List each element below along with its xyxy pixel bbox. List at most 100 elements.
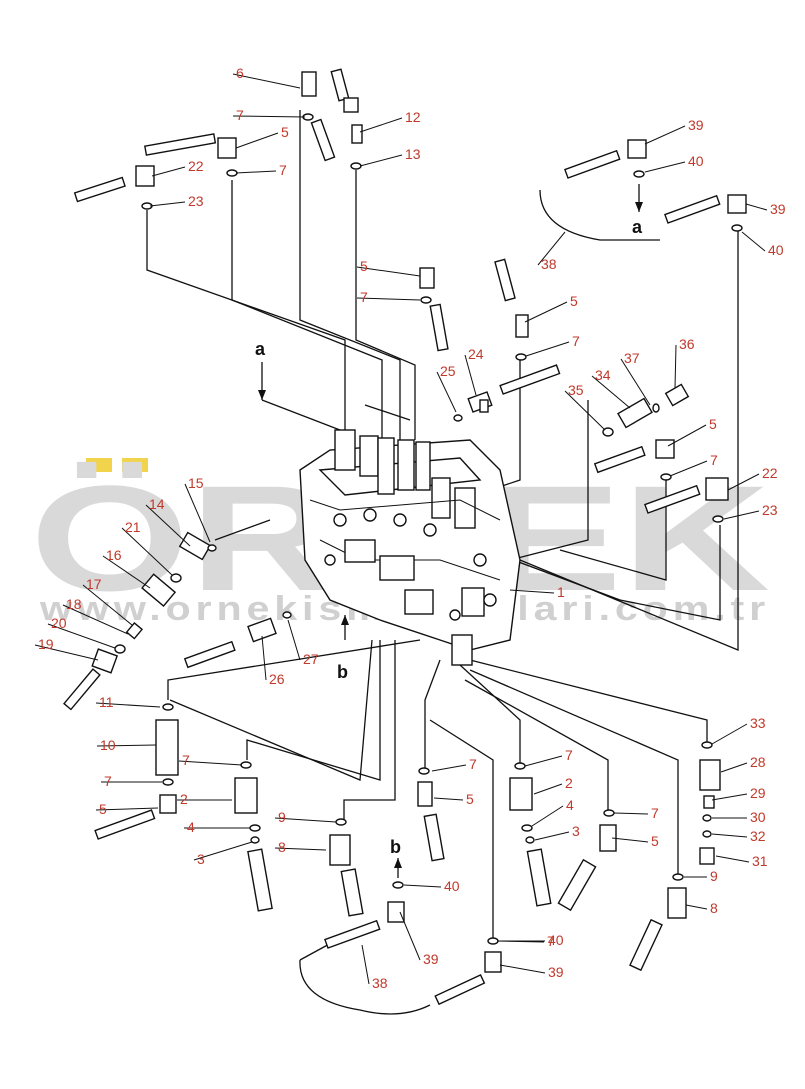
callout-label-5: 5 bbox=[281, 124, 289, 140]
callout-label-38: 38 bbox=[372, 975, 388, 991]
callout-leader-38 bbox=[361, 944, 370, 985]
callout-label-25: 25 bbox=[440, 363, 456, 379]
watermark-accent-left bbox=[86, 458, 112, 472]
callout-label-7: 7 bbox=[547, 933, 555, 949]
callout-label-18: 18 bbox=[66, 596, 82, 612]
callout-label-39: 39 bbox=[688, 117, 704, 133]
callout-leader-39 bbox=[399, 911, 421, 961]
callout-label-5: 5 bbox=[99, 801, 107, 817]
callout-leader-32 bbox=[711, 833, 748, 838]
callout-label-7: 7 bbox=[360, 289, 368, 305]
callout-label-22: 22 bbox=[762, 465, 778, 481]
o-rings bbox=[114, 113, 743, 945]
callout-leader-7 bbox=[613, 812, 649, 815]
callout-leader-3 bbox=[193, 841, 253, 861]
callout-leader-19 bbox=[34, 644, 99, 661]
callout-label-38: 38 bbox=[541, 256, 557, 272]
callout-leader-34 bbox=[591, 375, 631, 409]
fitting-6 bbox=[301, 71, 317, 97]
callout-label-7: 7 bbox=[236, 107, 244, 123]
routing-lines bbox=[146, 110, 739, 1015]
callout-label-23: 23 bbox=[188, 193, 204, 209]
callout-label-40: 40 bbox=[688, 153, 704, 169]
watermark-accent-right bbox=[122, 458, 148, 472]
callout-leader-13 bbox=[359, 154, 403, 167]
callout-label-40: 40 bbox=[768, 242, 784, 258]
callout-leader-16 bbox=[102, 555, 151, 589]
callout-leader-39 bbox=[745, 203, 768, 211]
callout-label-5: 5 bbox=[466, 791, 474, 807]
callout-label-2: 2 bbox=[180, 791, 188, 807]
callout-label-2: 2 bbox=[565, 775, 573, 791]
callout-label-27: 27 bbox=[303, 651, 319, 667]
callout-leader-7 bbox=[356, 297, 421, 301]
callout-label-9: 9 bbox=[278, 809, 286, 825]
callout-label-6: 6 bbox=[236, 65, 244, 81]
callout-label-19: 19 bbox=[38, 636, 54, 652]
callout-leader-7 bbox=[235, 170, 277, 174]
callout-leader-25 bbox=[436, 371, 457, 413]
callout-label-5: 5 bbox=[570, 293, 578, 309]
callout-leader-7 bbox=[524, 755, 563, 767]
callout-label-7: 7 bbox=[710, 452, 718, 468]
callout-leader-4 bbox=[531, 805, 564, 827]
callout-label-8: 8 bbox=[710, 900, 718, 916]
view-letter-a-right: a bbox=[632, 217, 643, 237]
view-letter-b-lower: b bbox=[390, 837, 401, 857]
view-letter-a-left: a bbox=[255, 339, 266, 359]
callout-leader-29 bbox=[711, 793, 748, 801]
callout-label-5: 5 bbox=[651, 833, 659, 849]
callout-label-7: 7 bbox=[572, 333, 580, 349]
view-letters: a a b b bbox=[255, 217, 643, 857]
callout-label-7: 7 bbox=[565, 747, 573, 763]
callout-label-9: 9 bbox=[710, 868, 718, 884]
callout-leader-12 bbox=[359, 117, 403, 133]
callout-label-16: 16 bbox=[106, 547, 122, 563]
callout-label-21: 21 bbox=[125, 519, 141, 535]
callout-leader-39 bbox=[499, 964, 546, 974]
callout-leader-26 bbox=[261, 635, 267, 681]
callout-leader-5 bbox=[524, 301, 568, 323]
callout-leader-21 bbox=[121, 527, 173, 576]
callout-leader-23 bbox=[723, 510, 760, 520]
callout-label-5: 5 bbox=[709, 416, 717, 432]
callout-label-7: 7 bbox=[104, 773, 112, 789]
callout-leader-7 bbox=[178, 760, 243, 766]
callout-label-33: 33 bbox=[750, 715, 766, 731]
callout-label-39: 39 bbox=[770, 201, 786, 217]
callout-label-15: 15 bbox=[188, 475, 204, 491]
callout-leader-20 bbox=[47, 623, 116, 649]
callout-label-17: 17 bbox=[86, 576, 102, 592]
callout-label-14: 14 bbox=[149, 496, 165, 512]
callout-leader-18 bbox=[62, 604, 129, 635]
callout-label-3: 3 bbox=[197, 851, 205, 867]
callout-leader-40 bbox=[644, 161, 686, 173]
callout-label-34: 34 bbox=[595, 367, 611, 383]
callout-leader-5 bbox=[611, 837, 649, 843]
callout-label-13: 13 bbox=[405, 146, 421, 162]
callout-label-40: 40 bbox=[444, 878, 460, 894]
callout-label-7: 7 bbox=[182, 752, 190, 768]
callout-label-20: 20 bbox=[51, 615, 67, 631]
callout-label-31: 31 bbox=[752, 853, 768, 869]
view-arrows bbox=[258, 184, 643, 878]
callout-leader-39 bbox=[644, 125, 686, 145]
callout-leader-7 bbox=[525, 341, 570, 357]
callout-label-8: 8 bbox=[278, 839, 286, 855]
callout-leader-36 bbox=[674, 344, 677, 389]
callout-label-28: 28 bbox=[750, 754, 766, 770]
callout-label-5: 5 bbox=[360, 258, 368, 274]
callout-leader-8 bbox=[685, 904, 708, 910]
callout-label-29: 29 bbox=[750, 785, 766, 801]
callout-leader-23 bbox=[149, 201, 186, 207]
callout-leader-10 bbox=[96, 744, 157, 747]
callout-label-36: 36 bbox=[679, 336, 695, 352]
callout-label-26: 26 bbox=[269, 671, 285, 687]
callout-label-4: 4 bbox=[187, 819, 195, 835]
callout-label-12: 12 bbox=[405, 109, 421, 125]
callout-label-1: 1 bbox=[557, 584, 565, 600]
callout-label-32: 32 bbox=[750, 828, 766, 844]
callout-leader-5 bbox=[356, 266, 421, 277]
callout-leader-38 bbox=[537, 231, 566, 266]
callout-leader-5 bbox=[95, 807, 159, 811]
